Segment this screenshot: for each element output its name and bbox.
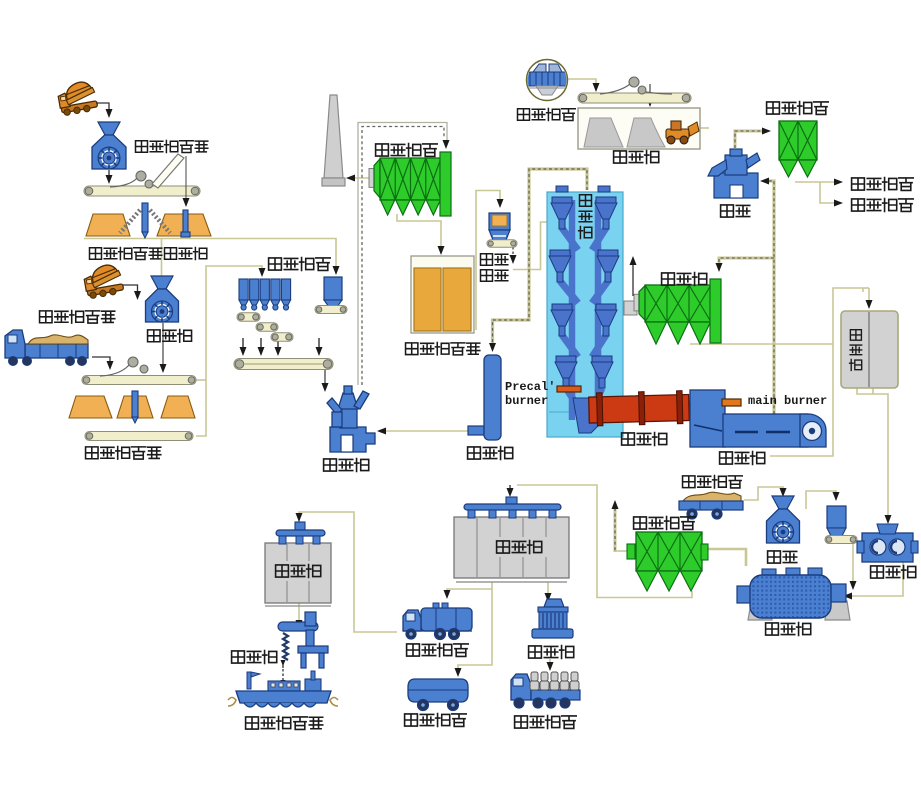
svg-text:Precal': Precal' xyxy=(505,380,555,394)
svg-text:main burner: main burner xyxy=(748,394,827,408)
svg-text:burner: burner xyxy=(505,394,548,408)
